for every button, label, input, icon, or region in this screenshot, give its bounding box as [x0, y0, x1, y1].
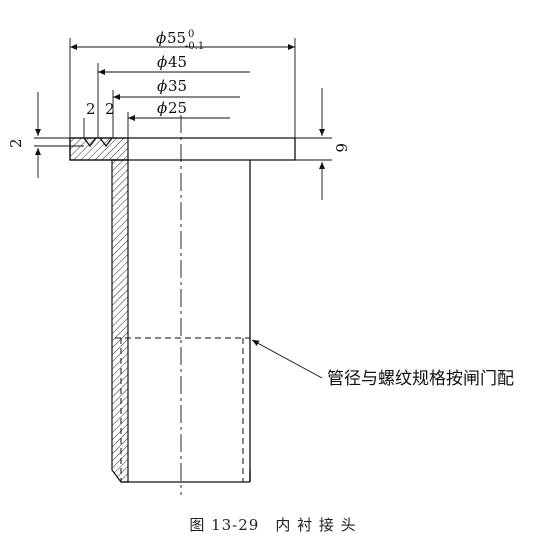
dimension-d45: ϕ 45: [97, 53, 250, 138]
d55-lower-tol: -0.1: [185, 41, 204, 52]
dimension-d25: ϕ 25: [127, 99, 230, 138]
dimension-groove-depth: 2: [7, 92, 84, 178]
d35-value: 35: [168, 77, 187, 95]
thread-note: 管径与螺纹规格按闸门配: [327, 369, 514, 389]
d35-symbol: ϕ: [157, 77, 167, 95]
note-leader: 管径与螺纹规格按闸门配: [251, 339, 514, 389]
d45-value: 45: [168, 53, 187, 71]
d25-value: 25: [168, 99, 187, 117]
flange-thickness-label: 6: [332, 143, 350, 153]
part-body: [69, 115, 296, 495]
d55-symbol: ϕ: [156, 29, 166, 47]
dimension-d55: ϕ 55 0 -0.1: [69, 29, 296, 138]
groove-width-1-label: 2: [86, 100, 96, 118]
d55-value: 55: [167, 29, 186, 47]
dimension-d35: ϕ 35: [112, 77, 240, 138]
dimension-groove-widths: 2 2: [83, 100, 115, 138]
d45-symbol: ϕ: [157, 53, 167, 71]
groove-depth-label: 2: [7, 138, 25, 148]
groove-width-2-label: 2: [105, 100, 115, 118]
d55-upper-tol: 0: [188, 29, 194, 40]
d25-symbol: ϕ: [157, 99, 167, 117]
dimension-flange-thickness: 6: [295, 88, 350, 200]
figure-caption: 图 13-29 内 衬 接 头: [189, 516, 356, 534]
